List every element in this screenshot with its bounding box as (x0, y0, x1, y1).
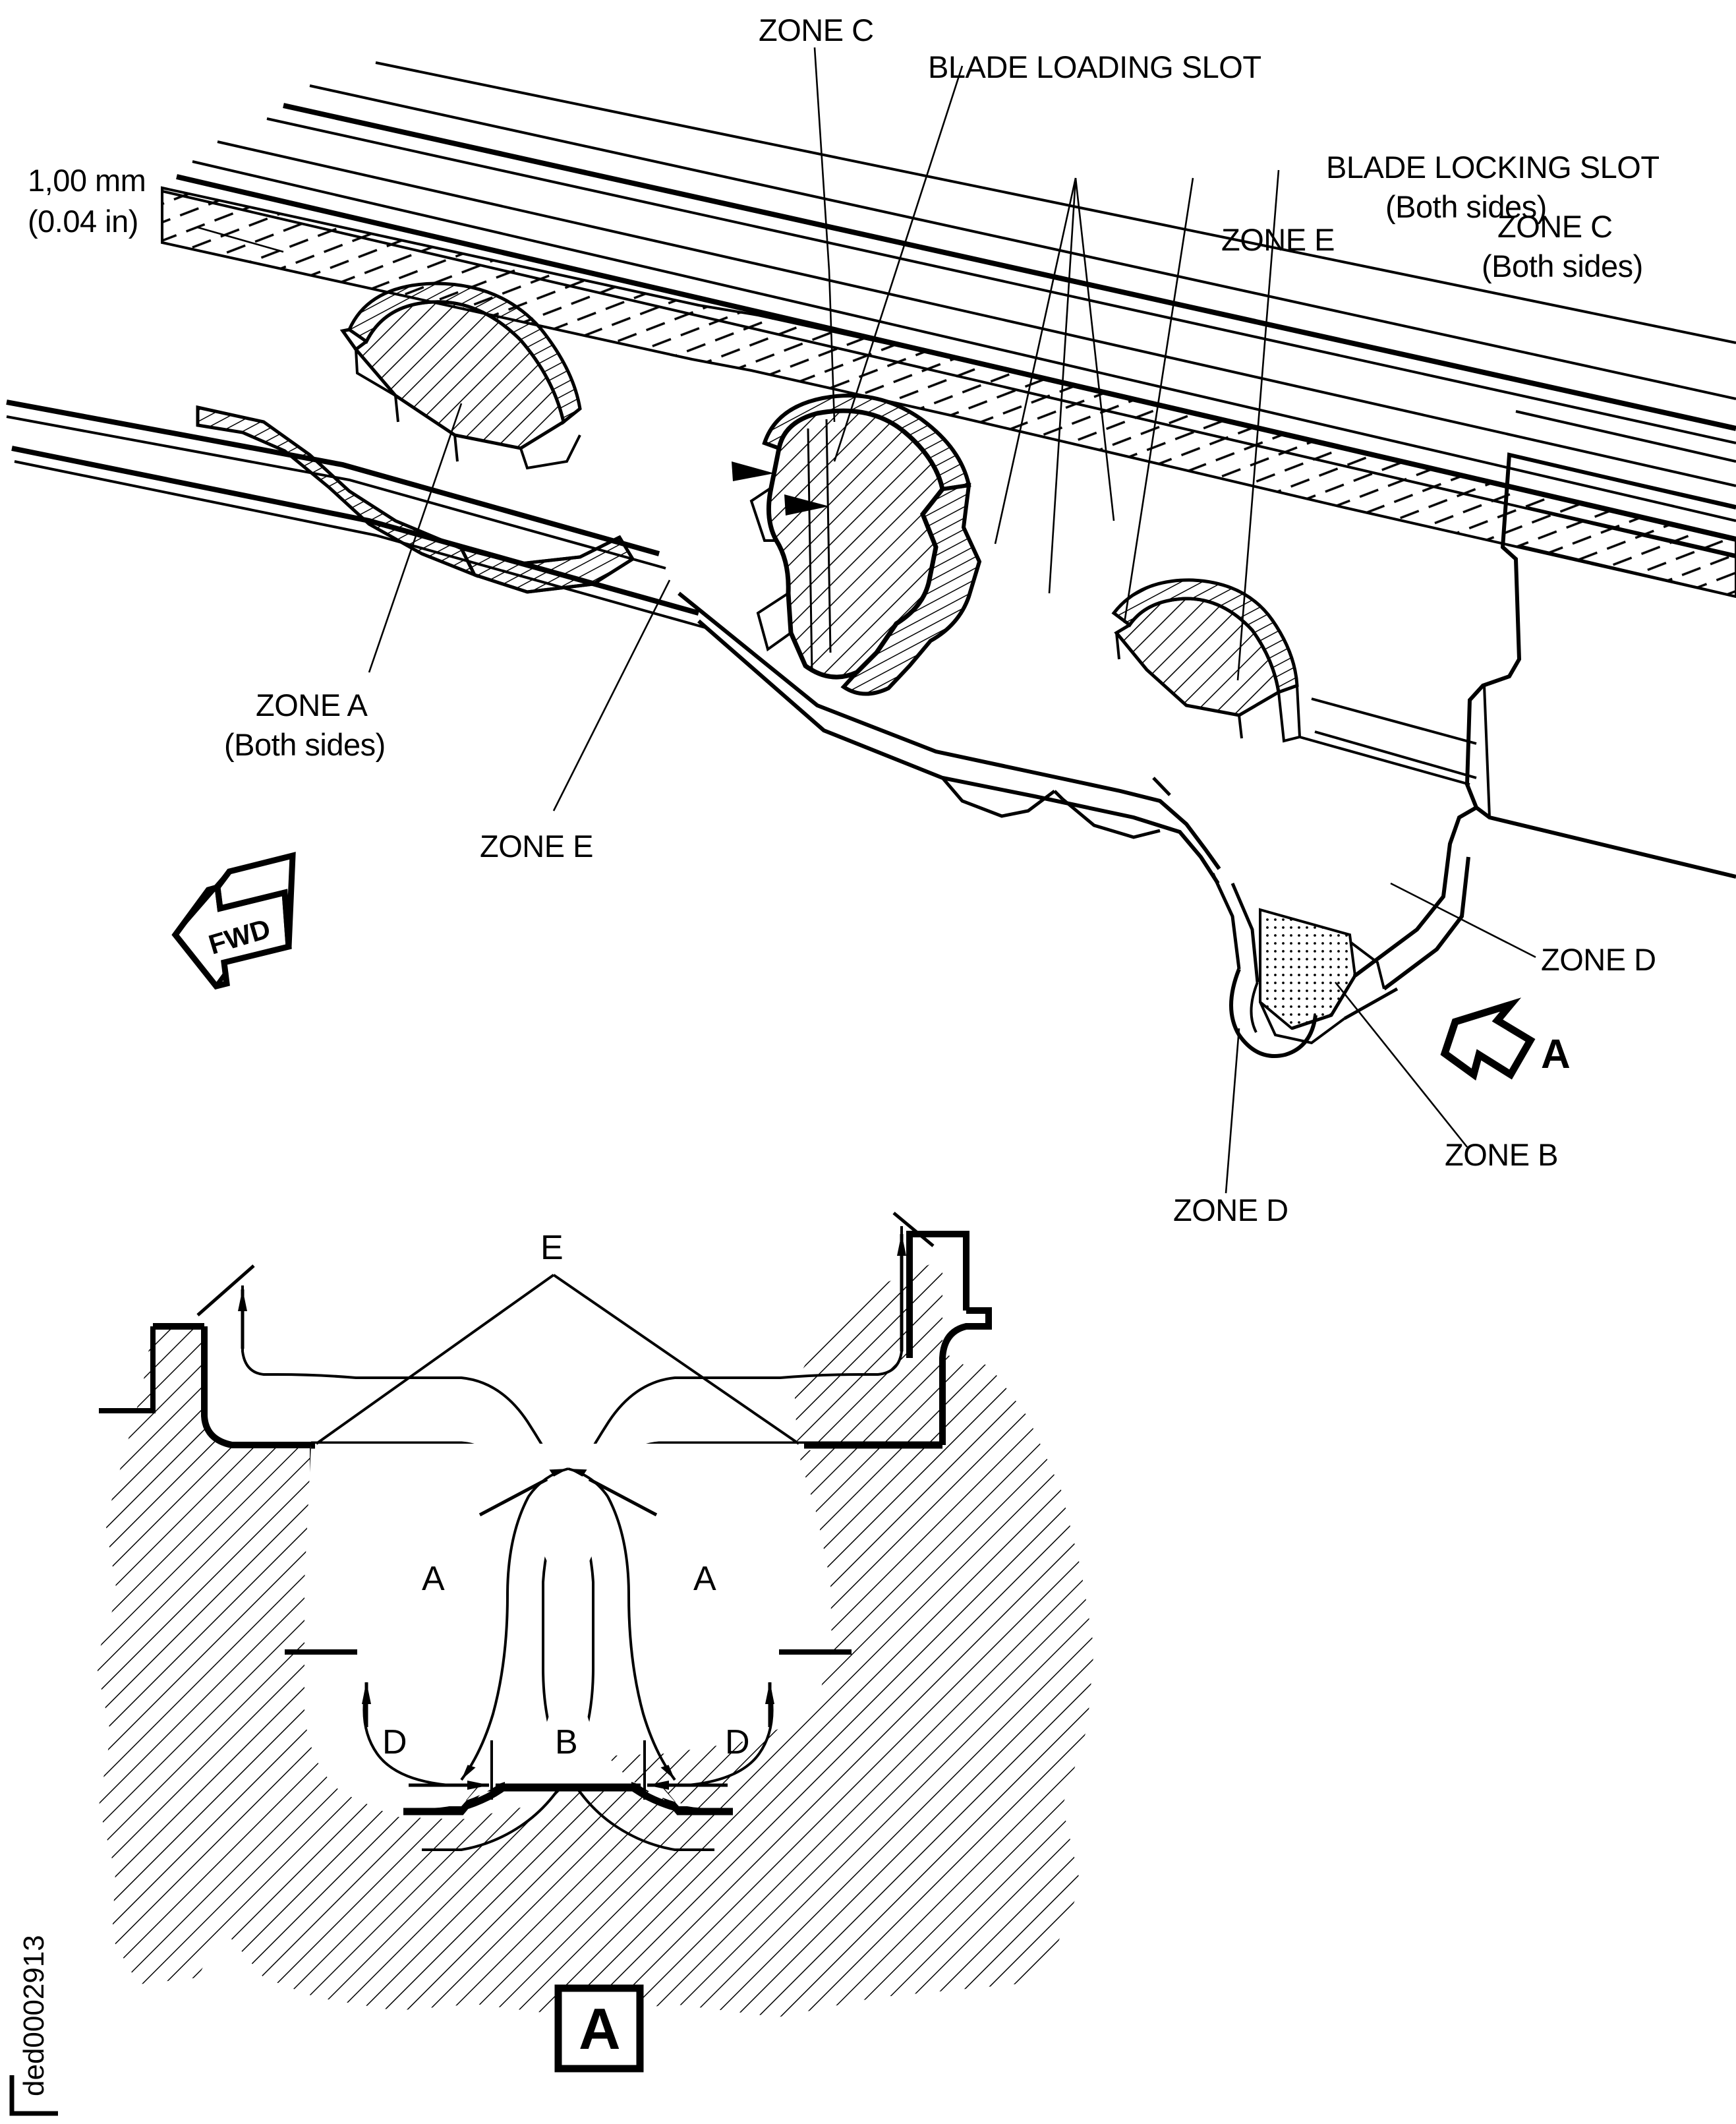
leader-a-right-curve (606, 1496, 676, 1781)
leader-dimension-mm (197, 226, 284, 253)
leader-zone-e-left (552, 579, 671, 811)
right-dome-face (1114, 597, 1281, 717)
left-ledge-thin (241, 1285, 277, 1376)
label-zone-a-note: (Both sides) (224, 727, 386, 762)
label-blade-locking-slot-note: (Both sides) (1385, 189, 1547, 224)
left-cut-lip (196, 405, 635, 594)
slot-direction-arrow-1 (732, 461, 774, 481)
loading-slot-right-band (840, 483, 982, 696)
right-ledge-thin (859, 1226, 903, 1376)
leader-a-left-tick (478, 1477, 548, 1517)
left-fillet-edge (201, 1326, 311, 1448)
leader-blade-locking-slot (1123, 177, 1194, 624)
leader-zone-e-top-2 (1048, 177, 1077, 594)
label-zone-d-right: ZONE D (1541, 942, 1656, 977)
label-zone-e-top: ZONE E (1221, 222, 1335, 257)
label-d-right: D (725, 1723, 750, 1761)
leader-zone-d-bottom (1225, 1028, 1240, 1194)
rim-section-hatch (161, 186, 1736, 599)
leader-a-left-curve (460, 1496, 530, 1781)
right-section-arrow-tick (892, 1212, 935, 1247)
right-blade-slot-dome (1111, 578, 1302, 743)
label-zone-a: ZONE A (256, 688, 368, 723)
left-section-arrow-tick (196, 1264, 255, 1316)
leader-e-left (315, 1274, 555, 1445)
view-title-label: A (579, 1996, 621, 2061)
leader-zone-c-top (813, 47, 836, 423)
leader-e-right (552, 1274, 800, 1445)
label-e-callout: E (540, 1229, 564, 1267)
center-blade-loading-slot (732, 394, 982, 696)
leader-a-right-tick (588, 1477, 658, 1517)
drawing-id-block: ded0002913 (9, 1935, 58, 2116)
right-shank-body (1343, 806, 1478, 1020)
label-d-left: D (382, 1723, 407, 1761)
view-title-box (554, 1984, 644, 2073)
zone-b-stipple-region (1259, 908, 1385, 1045)
label-zone-c-right-note: (Both sides) (1482, 249, 1643, 283)
label-dimension-in: (0.04 in) (28, 204, 138, 239)
label-zone-d-bottom: ZONE D (1173, 1193, 1288, 1227)
label-a-right: A (693, 1560, 716, 1598)
label-blade-locking-slot: BLADE LOCKING SLOT (1326, 150, 1660, 185)
a-right-callout-group (567, 1467, 676, 1781)
leader-zone-d-right (1390, 882, 1536, 959)
fwd-direction-indicator: FWD (171, 852, 296, 990)
label-zone-c-right: ZONE C (1497, 209, 1613, 244)
left-dome-face (353, 300, 565, 450)
leader-d-right-curve (649, 1687, 774, 1786)
view-arrow-a-shape (1440, 997, 1536, 1081)
disk-flange-step (1464, 410, 1736, 879)
view-arrow-a-label: A (1541, 1032, 1571, 1077)
loading-slot-rim (762, 394, 971, 492)
leader-zone-b (1334, 982, 1468, 1148)
label-zone-c-top: ZONE C (759, 13, 874, 47)
slot-cavity-whiteout (315, 1444, 821, 1806)
label-a-left: A (422, 1560, 445, 1598)
label-dimension-mm: 1,00 mm (28, 163, 146, 198)
label-b: B (555, 1723, 578, 1761)
left-lip-section (196, 405, 478, 578)
left-shoulder-edge (99, 1326, 156, 1413)
section-a-detail-view: E A A D D (96, 1212, 1094, 2073)
slot-direction-arrow-2 (784, 494, 829, 516)
leader-zone-a (368, 403, 463, 673)
view-direction-indicator-a: A (1440, 997, 1571, 1081)
leader-zone-e-top-1 (994, 177, 1077, 545)
label-blade-loading-slot: BLADE LOADING SLOT (928, 49, 1261, 84)
leader-blade-loading-slot (833, 65, 964, 462)
disk-rim-section-band (161, 186, 1736, 599)
d-right-group (649, 1649, 852, 1786)
upper-view-leader-lines (197, 47, 1536, 1194)
upper-view-labels: 1,00 mm (0.04 in) ZONE C BLADE LOADING S… (28, 13, 1660, 1227)
leader-zone-e-top-3 (1074, 177, 1115, 521)
far-right-detail-lines (1299, 697, 1477, 786)
left-lip-section-2 (458, 535, 635, 594)
right-post-profile (906, 1231, 992, 1445)
leader-d-left-curve (362, 1687, 488, 1786)
left-blade-slot-dome (339, 281, 582, 470)
fwd-arrow-edge (173, 870, 231, 937)
left-material-hatch (96, 1326, 311, 1984)
drawing-id-text: ded0002913 (18, 1935, 50, 2096)
label-zone-e-left: ZONE E (480, 829, 593, 864)
drawing-id-corner-mark (9, 2075, 58, 2116)
leader-zone-c-right (1236, 169, 1280, 681)
label-zone-b: ZONE B (1445, 1137, 1558, 1172)
isometric-cutaway-view (6, 61, 1736, 1058)
fwd-arrow-edge-2 (214, 970, 229, 988)
